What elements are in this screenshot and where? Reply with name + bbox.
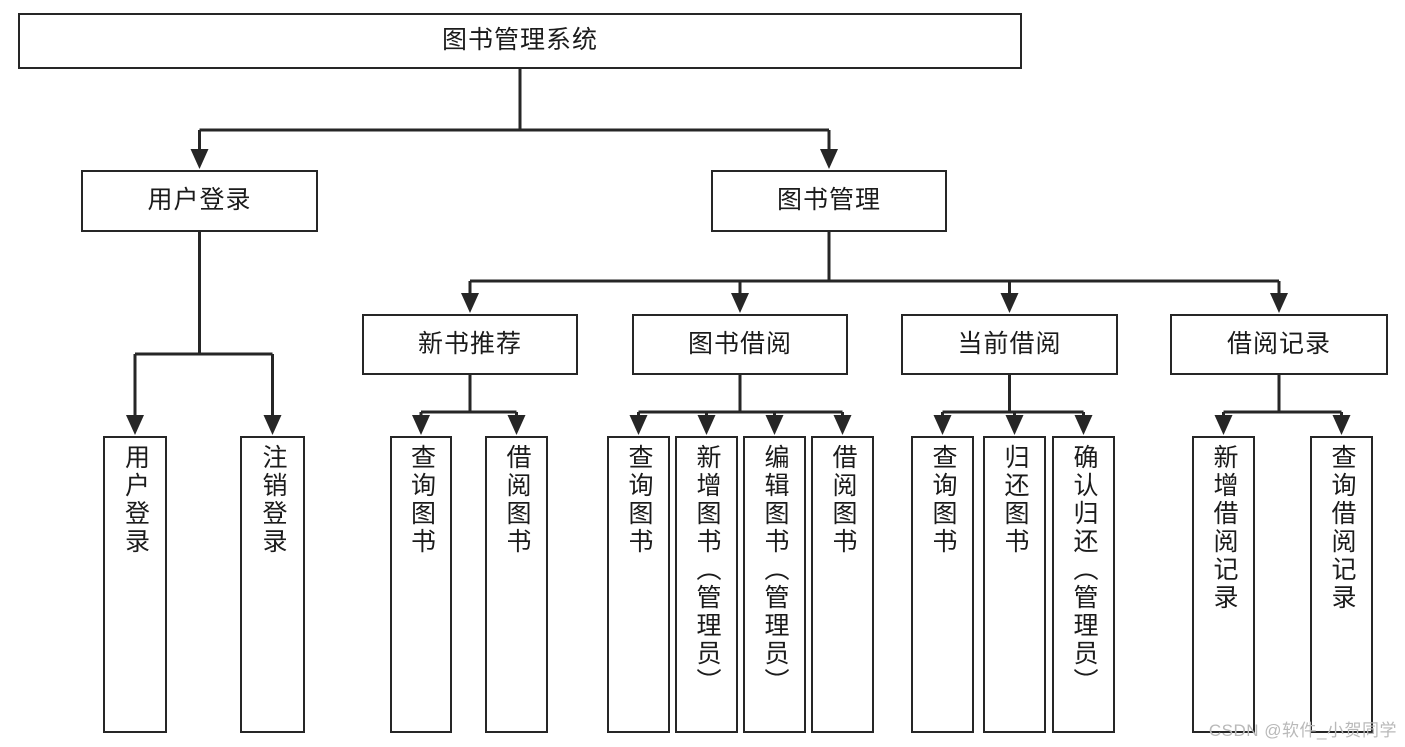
node-leaf-bo-edit[interactable]: 编辑图书（管理员） [743, 436, 806, 733]
node-label-leaf-re-query: 查询借阅记录 [1328, 444, 1356, 612]
node-leaf-cu-return[interactable]: 归还图书 [983, 436, 1046, 733]
node-leaf-bo-borrow[interactable]: 借阅图书 [811, 436, 874, 733]
node-label-borrow: 图书借阅 [687, 329, 792, 358]
node-leaf-nb-query[interactable]: 查询图书 [390, 436, 452, 733]
node-leaf-bo-query[interactable]: 查询图书 [607, 436, 670, 733]
arrowhead-icon [933, 415, 952, 435]
arrowhead-icon [1214, 415, 1233, 435]
node-label-current: 当前借阅 [957, 329, 1062, 358]
node-label-leaf-user-logout: 注销登录 [259, 444, 287, 556]
arrowhead-icon [263, 415, 282, 435]
node-label-leaf-cu-return: 归还图书 [1001, 444, 1029, 556]
node-leaf-user-logout[interactable]: 注销登录 [240, 436, 305, 733]
node-leaf-re-add[interactable]: 新增借阅记录 [1192, 436, 1255, 733]
node-label-leaf-bo-query: 查询图书 [625, 444, 653, 556]
arrowhead-icon [507, 415, 526, 435]
node-leaf-nb-borrow[interactable]: 借阅图书 [485, 436, 548, 733]
node-bookmgmt[interactable]: 图书管理 [711, 170, 947, 232]
node-label-leaf-nb-borrow: 借阅图书 [503, 444, 531, 556]
arrowhead-icon [1005, 415, 1024, 435]
node-current[interactable]: 当前借阅 [901, 314, 1118, 375]
node-label-leaf-re-add: 新增借阅记录 [1210, 444, 1238, 612]
node-leaf-bo-add[interactable]: 新增图书（管理员） [675, 436, 738, 733]
node-borrow[interactable]: 图书借阅 [632, 314, 848, 375]
node-label-records: 借阅记录 [1226, 329, 1331, 358]
node-label-leaf-bo-edit: 编辑图书（管理员） [761, 444, 789, 696]
arrowhead-icon [820, 149, 838, 169]
node-label-leaf-nb-query: 查询图书 [407, 444, 436, 556]
node-leaf-cu-confirm[interactable]: 确认归还（管理员） [1052, 436, 1115, 733]
arrowhead-icon [1270, 293, 1288, 313]
node-label-root: 图书管理系统 [441, 26, 598, 55]
node-leaf-user-login[interactable]: 用户登录 [103, 436, 167, 733]
arrowhead-icon [731, 293, 749, 313]
arrowhead-icon [1074, 415, 1093, 435]
arrowhead-icon [1332, 415, 1351, 435]
node-label-leaf-cu-query: 查询图书 [929, 444, 957, 556]
node-label-leaf-bo-add: 新增图书（管理员） [693, 444, 721, 696]
arrowhead-icon [765, 415, 784, 435]
node-label-leaf-cu-confirm: 确认归还（管理员） [1070, 444, 1098, 696]
arrowhead-icon [126, 415, 144, 435]
node-label-leaf-bo-borrow: 借阅图书 [829, 444, 857, 556]
node-root[interactable]: 图书管理系统 [18, 13, 1022, 69]
node-newbook[interactable]: 新书推荐 [362, 314, 578, 375]
arrowhead-icon [461, 293, 479, 313]
arrowhead-icon [833, 415, 852, 435]
node-label-leaf-user-login: 用户登录 [121, 444, 150, 556]
arrowhead-icon [190, 149, 209, 169]
node-leaf-cu-query[interactable]: 查询图书 [911, 436, 974, 733]
arrowhead-icon [697, 415, 716, 435]
arrowhead-icon [629, 415, 648, 435]
arrowhead-icon [412, 415, 430, 435]
csdn-watermark: CSDN @软件_小贺同学 [1208, 721, 1397, 740]
node-label-newbook: 新书推荐 [417, 329, 522, 358]
arrowhead-icon [1000, 293, 1019, 313]
node-leaf-re-query[interactable]: 查询借阅记录 [1310, 436, 1373, 733]
node-login[interactable]: 用户登录 [81, 170, 318, 232]
node-label-bookmgmt: 图书管理 [776, 186, 881, 215]
node-records[interactable]: 借阅记录 [1170, 314, 1388, 375]
node-label-login: 用户登录 [147, 186, 252, 215]
